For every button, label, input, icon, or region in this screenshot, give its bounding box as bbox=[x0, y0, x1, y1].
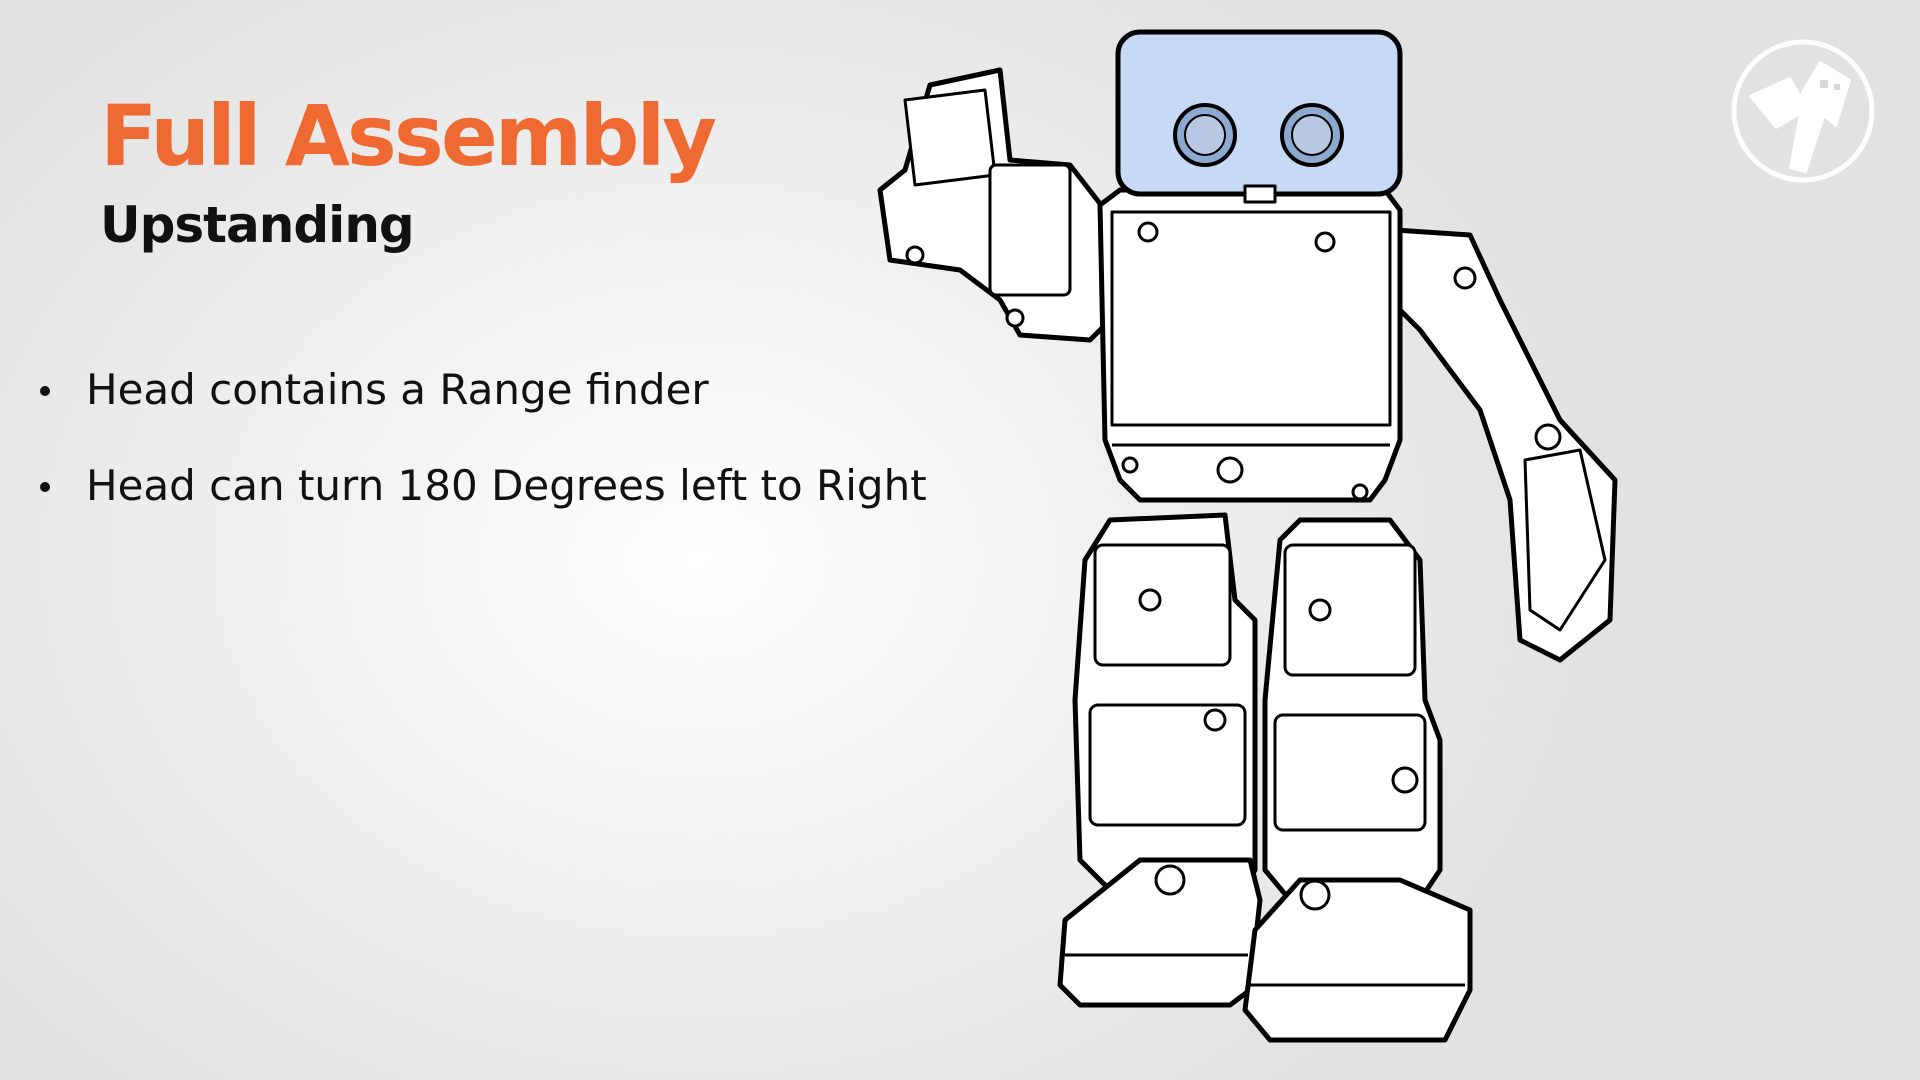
bullet-list: Head contains a Range finder Head can tu… bbox=[40, 366, 927, 558]
robot-raised-arm bbox=[877, 67, 1113, 343]
brand-logo-icon bbox=[1731, 39, 1875, 183]
robot-lowered-arm bbox=[1387, 227, 1618, 663]
robot-head bbox=[1115, 29, 1403, 204]
slide-subtitle: Upstanding bbox=[100, 196, 415, 254]
bullet-range-finder: Head contains a Range finder bbox=[40, 366, 927, 414]
robot-torso bbox=[1097, 187, 1403, 503]
slide-title: Full Assembly bbox=[100, 87, 717, 185]
bullet-head-rotation: Head can turn 180 Degrees left to Right bbox=[40, 462, 927, 510]
robot-left-leg bbox=[1057, 512, 1263, 1008]
robot-right-leg bbox=[1242, 517, 1473, 1043]
robot-illustration bbox=[877, 29, 1618, 1043]
